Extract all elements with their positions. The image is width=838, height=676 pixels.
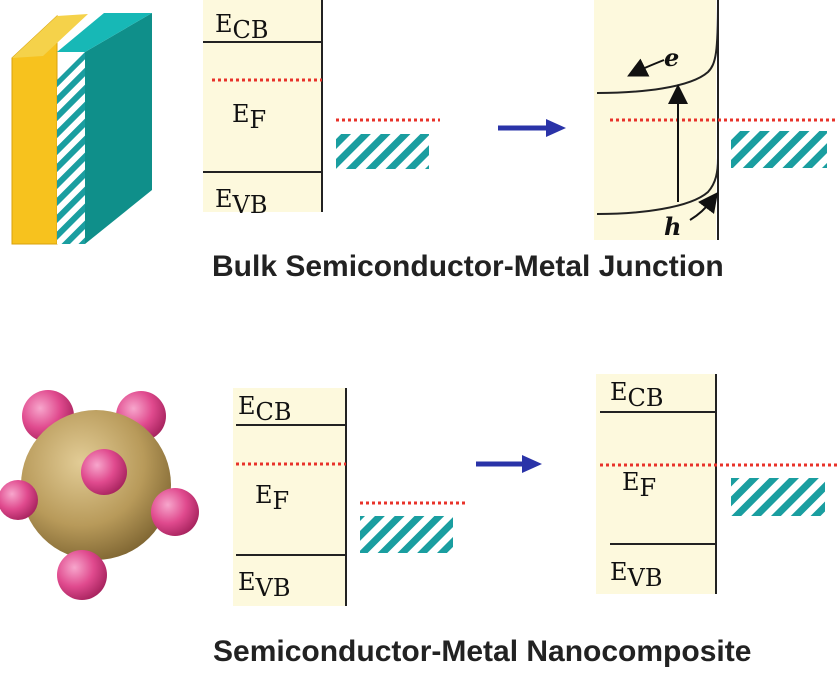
nano-after-band-diagram: ECB EF EVB [596,374,838,594]
transition-arrow-bottom [476,455,542,473]
evb-label: EVB [610,558,663,592]
particle-pink-left [0,480,38,520]
hole-arrow [689,192,719,221]
ef-label: EF [255,481,289,515]
ef-label: EF [622,468,656,502]
ecb-label: ECB [215,10,269,44]
evb-label: EVB [238,568,291,602]
particle-pink-bottom [57,550,107,600]
slab-teal-face [85,13,152,244]
nano-before-band-diagram: ECB EF EVB [233,388,466,606]
slab-teal-top [57,13,152,52]
particle-pink-center [81,449,127,495]
metal-hatch-block [731,131,827,168]
bulk-after-band-diagram: e h [594,0,838,241]
transition-arrow-top [498,119,566,137]
nanocomposite-illustration [0,390,199,600]
semiconductor-panel [596,374,716,594]
ecb-label: ECB [238,392,292,426]
ecb-label: ECB [610,378,664,412]
ef-label: EF [232,100,266,134]
electron-arrow [627,58,665,77]
bulk-slab-illustration [11,13,152,245]
particle-pink-right [151,488,199,536]
metal-hatch-block [336,134,429,169]
electron-label: e [664,43,679,72]
nanocomposite-caption: Semiconductor-Metal Nanocomposite [213,635,752,668]
bulk-before-band-diagram: ECB EF EVB [203,0,440,219]
metal-hatch-block [731,478,825,516]
semiconductor-panel [203,0,322,212]
hole-label: h [664,212,681,241]
slab-hatch-edge [57,52,85,244]
evb-label: EVB [215,185,268,219]
slab-gold-top [12,14,88,58]
metal-hatch-block [360,516,453,553]
bulk-junction-caption: Bulk Semiconductor-Metal Junction [212,250,724,283]
